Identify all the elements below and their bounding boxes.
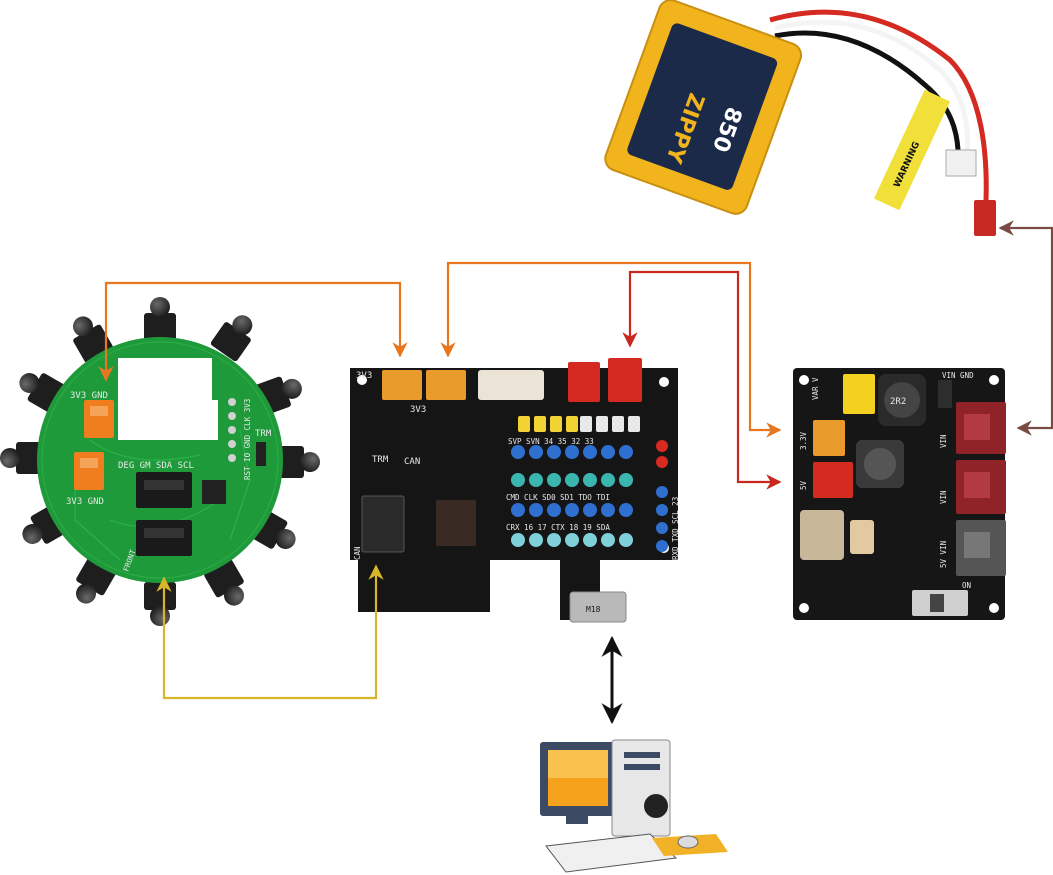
controller-can-header-right (436, 500, 476, 546)
i2c-line-sensor-to-controller (98, 281, 408, 382)
vin-gnd-label: VIN GND (942, 371, 974, 380)
v5-connector (813, 462, 853, 498)
controller-can-header-left (361, 495, 405, 553)
side-pin-row (228, 398, 236, 462)
sensor-ring-board: 3V3 GND 3V3 GND DEG GM SDA SCL RST IO GN… (0, 297, 320, 626)
power-connector-top (84, 400, 114, 438)
computer-icon (540, 739, 728, 873)
power-connector-bottom (74, 452, 104, 490)
trm-label: TRM (255, 429, 272, 439)
ctrl-side-label: RXD TXD SCL 23 (671, 497, 680, 560)
battery-label (627, 23, 778, 190)
ctrl-can-bottom-label: CAN (353, 546, 362, 560)
gpio-pin-grid (511, 440, 668, 552)
controller-i2c-connector-2 (426, 370, 466, 400)
capacitor-small (850, 520, 874, 554)
can-bus-line (156, 564, 384, 700)
balance-connector (945, 149, 977, 177)
controller-power-connector-2 (608, 358, 642, 402)
on-label: ON (962, 581, 971, 590)
warning-tag: WARNING (873, 89, 951, 211)
controller-power-connector-1 (568, 362, 600, 402)
connections (98, 220, 1053, 725)
ctrl-3v3-top-label: 3V3 (356, 371, 372, 381)
mouse (677, 835, 699, 849)
bus-label: DEG GM SDA SCL (118, 461, 194, 471)
var-v-connector (843, 374, 875, 414)
ctrl-row4-label: CRX 16 17 CTX 18 19 SDA (506, 523, 610, 532)
controller-white-connector (478, 370, 544, 400)
ctrl-trm-label: TRM (372, 455, 389, 465)
top-power-label: 3V3 GND (70, 391, 108, 401)
power-5v-line (622, 270, 782, 490)
sensor-ring-cutout (118, 358, 218, 440)
controller-board: M18 3V3 3V3 CAN TRM CAN SVP SVN 34 35 32… (350, 358, 680, 623)
lipo-battery: WARNING ZIPPY 850 (604, 0, 996, 236)
vin1-label: VIN (939, 434, 948, 448)
usb-label: M18 (586, 605, 601, 614)
ctrl-row3-label: CMD CLK SD0 SD1 TDO TDI (506, 493, 610, 502)
capacitor (800, 510, 844, 560)
sensor-chip (202, 480, 226, 504)
bottom-power-label: 3V3 GND (66, 497, 104, 507)
ctrl-row1-label: SVP SVN 34 35 32 33 (508, 437, 594, 446)
var-v-label: VAR V (811, 377, 820, 400)
battery-line (998, 220, 1053, 436)
side-pins-label: RST IO GND CLK 3V3 (243, 399, 252, 480)
ctrl-can-label: CAN (404, 457, 420, 467)
v33-connector (813, 420, 845, 456)
usb-port (569, 591, 627, 623)
vin2-label: VIN (939, 490, 948, 504)
v5-label: 5V (799, 480, 808, 490)
keyboard (545, 833, 678, 873)
inductor-label: 2R2 (890, 397, 906, 407)
ctrl-3v3-bottom-label: 3V3 (410, 405, 426, 415)
v5-vin-label: 5V VIN (939, 541, 948, 568)
power-board: 2R2 VAR V 3.3V 5V VIN GND VIN VIN 5V VIN… (793, 368, 1006, 620)
battery-jst-connector (974, 200, 996, 236)
v33-label: 3.3V (799, 431, 808, 450)
power-pcb (793, 368, 1005, 620)
controller-i2c-connector-1 (382, 370, 422, 400)
